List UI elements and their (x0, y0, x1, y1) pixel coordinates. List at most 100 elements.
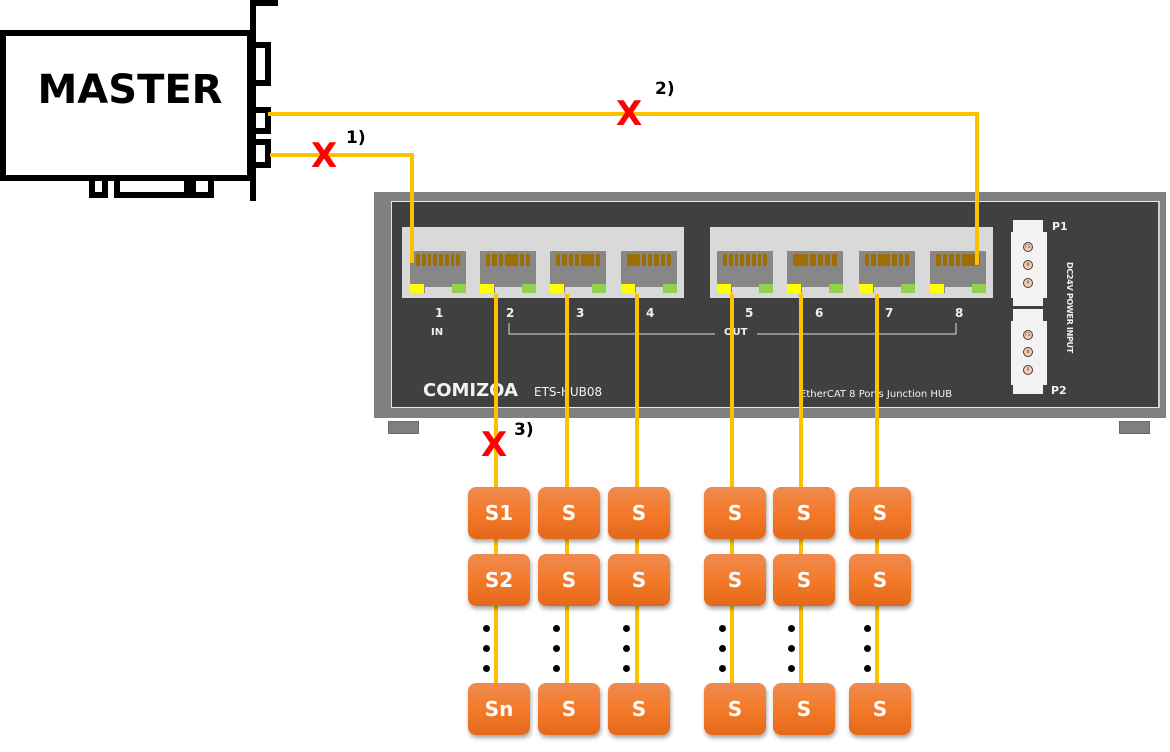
p1-terminal-p: P (1023, 278, 1033, 288)
ellipsis-dot (483, 665, 490, 672)
port-latch-notch (425, 287, 452, 293)
slave-node-port7-2: S (849, 554, 911, 606)
rj45-port-7 (859, 251, 915, 293)
ellipsis-dot (864, 625, 871, 632)
hub-foot-right (1119, 421, 1150, 434)
master-bracket (250, 0, 278, 201)
master-pin-right (190, 175, 214, 198)
rj45-port-5 (717, 251, 773, 293)
out-label: OUT (724, 327, 748, 338)
link-led-icon (717, 284, 731, 293)
port-pins (556, 254, 600, 266)
rj45-port-3 (550, 251, 606, 293)
slave-node-port2-2: S2 (468, 554, 530, 606)
link-led-icon (859, 284, 873, 293)
port-pins (865, 254, 909, 266)
master-port-2 (250, 107, 271, 134)
slave-node-port7-1: S (849, 487, 911, 539)
slave-node-port3-1: S (538, 487, 600, 539)
p2-terminal-fg: FG (1023, 330, 1033, 340)
fault-mark-2: X (616, 94, 643, 134)
p1-terminal-n: N (1023, 260, 1033, 270)
cable-master-to-port-8 (268, 112, 979, 265)
port-number-5: 5 (745, 306, 754, 320)
power-connector-p1-tab-top (1013, 220, 1043, 232)
port-number-2: 2 (506, 306, 515, 320)
power-connector-p1-tab-bottom (1013, 298, 1043, 306)
port-latch-notch (732, 287, 759, 293)
ellipsis-dot (788, 665, 795, 672)
slave-node-port4-2: S (608, 554, 670, 606)
p1-terminal-fg: FG (1023, 242, 1033, 252)
slave-node-port5-1: S (704, 487, 766, 539)
ellipsis-dot (553, 625, 560, 632)
cable-master-to-port-1 (270, 153, 414, 263)
slave-node-port5-3: S (704, 683, 766, 735)
power-input-label: DC24V POWER INPUT (1065, 262, 1074, 353)
link-led-icon (621, 284, 635, 293)
ellipsis-dot (788, 645, 795, 652)
in-label: IN (431, 327, 444, 338)
activity-led-icon (829, 284, 843, 293)
port-latch-notch (945, 287, 972, 293)
ellipsis-dot (483, 645, 490, 652)
slave-node-port6-3: S (773, 683, 835, 735)
activity-led-icon (452, 284, 466, 293)
slave-node-port3-2: S (538, 554, 600, 606)
activity-led-icon (972, 284, 986, 293)
ellipsis-dot (719, 645, 726, 652)
link-led-icon (930, 284, 944, 293)
power-connector-p2-tab-bottom (1013, 385, 1043, 394)
activity-led-icon (663, 284, 677, 293)
port-number-8: 8 (955, 306, 964, 320)
master-port-1 (250, 139, 271, 168)
slave-node-port6-2: S (773, 554, 835, 606)
slave-node-port2-3: Sn (468, 683, 530, 735)
ellipsis-dot (553, 645, 560, 652)
port-number-4: 4 (646, 306, 655, 320)
master-pin-center (114, 175, 190, 198)
slave-node-port7-3: S (849, 683, 911, 735)
activity-led-icon (592, 284, 606, 293)
ellipsis-dot (788, 625, 795, 632)
power-label-p2: P2 (1051, 384, 1067, 397)
hub-foot-left (388, 421, 419, 434)
ellipsis-dot (719, 665, 726, 672)
port-pins (723, 254, 767, 266)
port-pins (793, 254, 837, 266)
ellipsis-dot (623, 645, 630, 652)
ellipsis-dot (623, 665, 630, 672)
fault-label-3: 3) (514, 420, 534, 440)
port-number-7: 7 (885, 306, 894, 320)
port-number-3: 3 (576, 306, 585, 320)
p2-terminal-p: P (1023, 365, 1033, 375)
port-pins (416, 254, 460, 266)
fault-label-2: 2) (655, 79, 675, 99)
fault-label-1: 1) (346, 128, 366, 148)
slave-node-port4-3: S (608, 683, 670, 735)
port-number-6: 6 (815, 306, 824, 320)
fault-mark-1: X (311, 136, 338, 176)
rj45-port-2 (480, 251, 536, 293)
ellipsis-dot (719, 625, 726, 632)
ellipsis-dot (553, 665, 560, 672)
slave-node-port6-1: S (773, 487, 835, 539)
slave-node-port4-1: S (608, 487, 670, 539)
rj45-port-1 (410, 251, 466, 293)
activity-led-icon (759, 284, 773, 293)
rj45-port-6 (787, 251, 843, 293)
slave-node-port5-2: S (704, 554, 766, 606)
power-label-p1: P1 (1052, 220, 1068, 233)
activity-led-icon (522, 284, 536, 293)
ellipsis-dot (864, 665, 871, 672)
link-led-icon (480, 284, 494, 293)
port-latch-notch (495, 287, 522, 293)
activity-led-icon (901, 284, 915, 293)
master-slot-top (250, 42, 271, 86)
master-label: MASTER (37, 67, 223, 113)
port-latch-notch (636, 287, 663, 293)
